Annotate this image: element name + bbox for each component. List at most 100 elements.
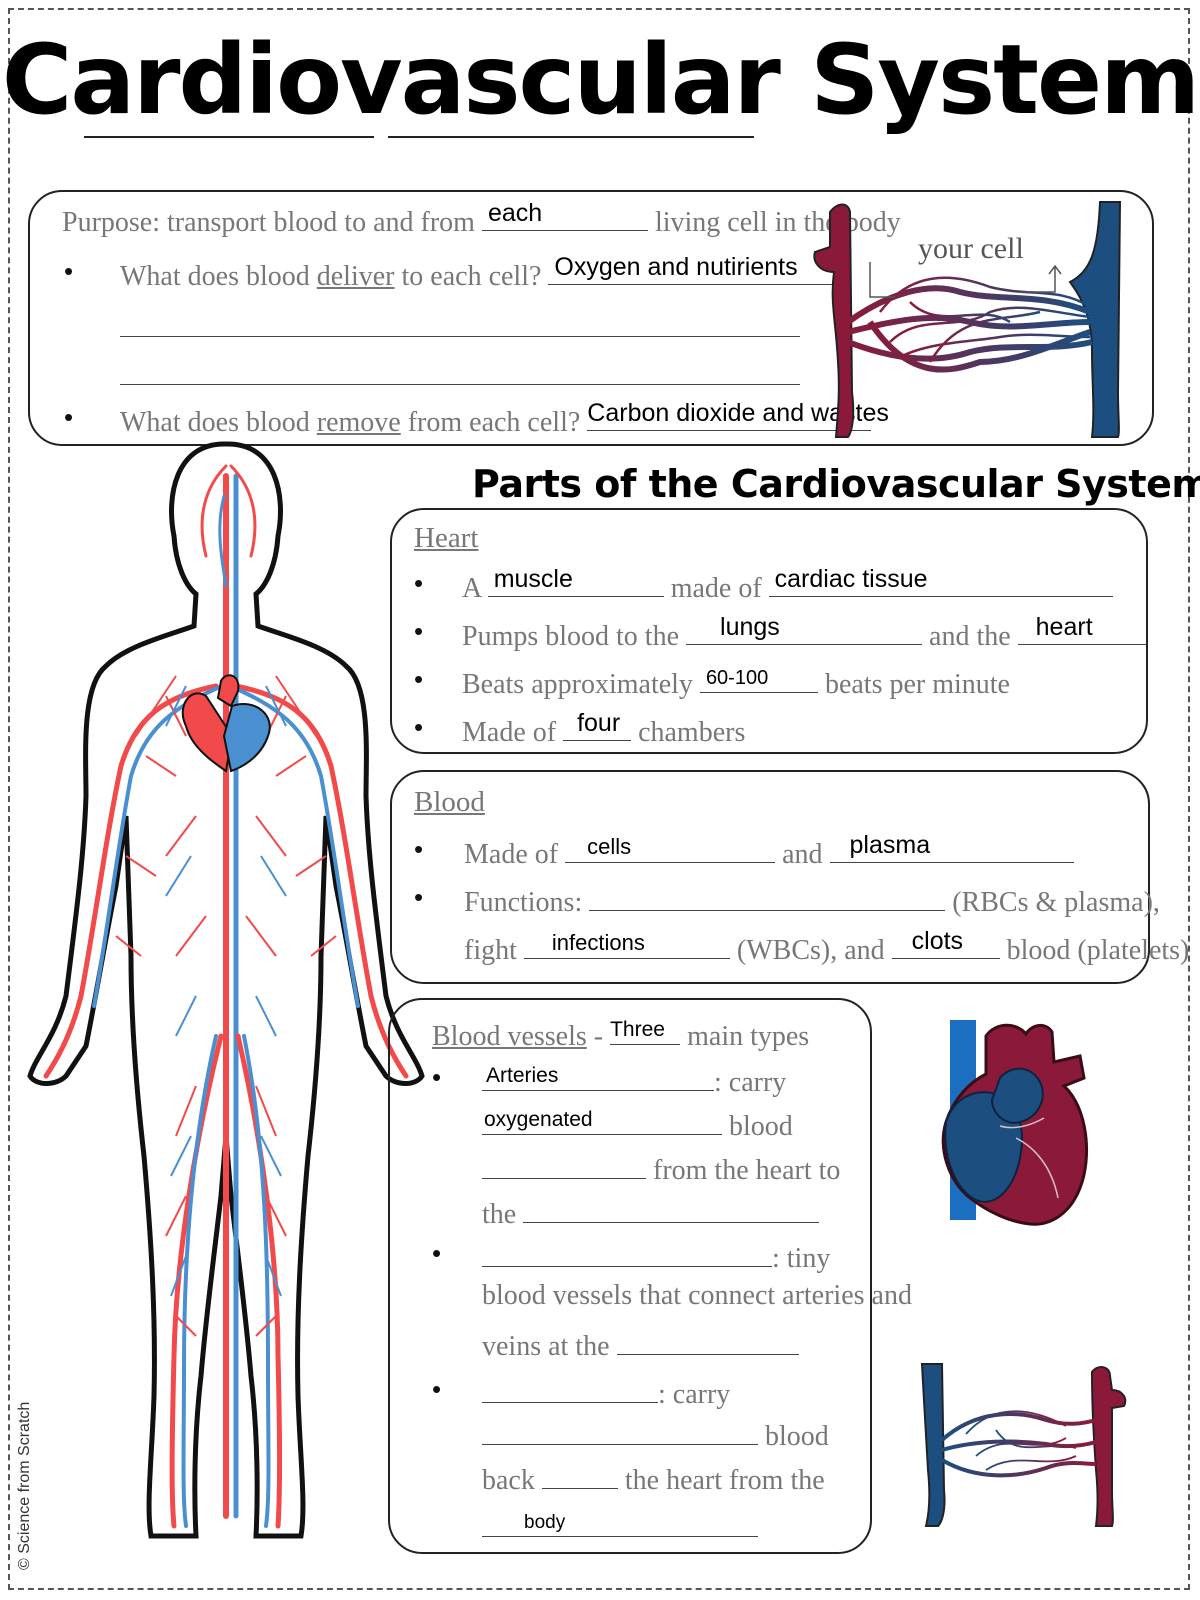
blood-b1-blank2[interactable]: plasma bbox=[829, 831, 1074, 863]
circulatory-body-figure bbox=[27, 441, 425, 1539]
anatomical-heart-illustration bbox=[941, 1020, 1089, 1226]
deliver-q-after: to each cell? bbox=[401, 261, 542, 292]
deliver-question: What does blood deliver to each cell? Ox… bbox=[120, 253, 851, 293]
remove-question: What does blood remove from each cell? C… bbox=[120, 399, 889, 439]
bullet-icon: • bbox=[414, 616, 424, 646]
blood-b3-blank2[interactable]: clots bbox=[891, 927, 1000, 959]
heart-b3-a: Beats approximately bbox=[462, 669, 693, 700]
oxygenated-ans: oxygenated bbox=[484, 1108, 593, 1131]
capillaries-l3-blank[interactable] bbox=[616, 1324, 799, 1355]
remove-keyword: remove bbox=[316, 407, 401, 438]
deliver-q-before: What does blood bbox=[120, 261, 310, 292]
heart-bullet-3: Beats approximately 60-100 beats per min… bbox=[462, 662, 1010, 701]
heart-b2-a: Pumps blood to the bbox=[462, 621, 680, 652]
blood-title: Blood bbox=[414, 786, 485, 818]
deliver-blank[interactable]: Oxygen and nutirients bbox=[548, 253, 851, 285]
heart-b2-blank1[interactable]: lungs bbox=[686, 613, 923, 645]
veins-line-4: body bbox=[482, 1506, 758, 1545]
heart-b1-blank2[interactable]: cardiac tissue bbox=[768, 565, 1113, 597]
parts-title: Parts of the Cardiovascular System bbox=[472, 462, 1200, 506]
bullet-icon: • bbox=[432, 1374, 442, 1404]
purpose-answer: each bbox=[487, 199, 543, 227]
bullet-icon: • bbox=[414, 882, 424, 912]
deliver-answer: Oxygen and nutirients bbox=[554, 253, 798, 281]
veins-after: : carry bbox=[658, 1379, 731, 1410]
blood-b2-b: (RBCs & plasma), bbox=[952, 887, 1160, 918]
blood-bullet-1: Made of cells and plasma bbox=[464, 831, 1074, 871]
blood-b1-b: and bbox=[782, 839, 823, 870]
page-title: Cardiovascular System bbox=[1, 24, 1200, 136]
veins-l4-blank[interactable]: body bbox=[482, 1506, 758, 1537]
vessels-title: Blood vessels bbox=[432, 1021, 587, 1052]
heart-b4-b: chambers bbox=[638, 717, 746, 748]
heart-b4-blank[interactable]: four bbox=[563, 709, 632, 741]
arteries-after: : carry bbox=[714, 1067, 787, 1098]
heart-b2-b: and the bbox=[929, 621, 1011, 652]
bullet-icon: • bbox=[64, 256, 74, 286]
purpose-blank[interactable]: each bbox=[481, 199, 648, 231]
capillaries-blank[interactable] bbox=[482, 1236, 772, 1267]
blood-b1-blank1[interactable]: cells bbox=[565, 832, 776, 863]
heart-b2-ans1: lungs bbox=[720, 613, 780, 641]
vessels-count-blank[interactable]: Three bbox=[610, 1014, 681, 1045]
capillaries-line-1: : tiny bbox=[482, 1236, 830, 1275]
heart-b4-a: Made of bbox=[462, 717, 557, 748]
arteries-line-2: oxygenated blood bbox=[482, 1104, 793, 1143]
deliver-extra-line-2[interactable] bbox=[120, 384, 800, 385]
veins-l2-blank[interactable] bbox=[482, 1414, 758, 1445]
arteries-blank[interactable]: Arteries bbox=[482, 1060, 714, 1091]
arteries-l3-after: from the heart to bbox=[653, 1155, 841, 1186]
bullet-icon: • bbox=[414, 568, 424, 598]
heart-bullet-2: Pumps blood to the lungs and the heart bbox=[462, 613, 1146, 653]
heart-b1-ans1: muscle bbox=[493, 565, 573, 593]
blood-bullet-2: Functions: (RBCs & plasma), bbox=[464, 880, 1160, 919]
veins-l3-blank[interactable] bbox=[541, 1458, 618, 1489]
blood-b3-blank1[interactable]: infections bbox=[523, 928, 730, 959]
bullet-icon: • bbox=[432, 1238, 442, 1268]
oxygenated-blank[interactable]: oxygenated bbox=[482, 1104, 722, 1135]
vessels-box bbox=[388, 998, 872, 1554]
heart-b3-blank[interactable]: 60-100 bbox=[699, 662, 818, 693]
heart-b1-blank1[interactable]: muscle bbox=[487, 565, 664, 597]
heart-b3-b: beats per minute bbox=[824, 669, 1010, 700]
arteries-l3-blank[interactable] bbox=[482, 1148, 646, 1179]
veins-l4-ans: body bbox=[524, 1512, 566, 1533]
capillaries-after: : tiny bbox=[772, 1243, 831, 1274]
veins-l2-after: blood bbox=[765, 1421, 829, 1452]
heart-icon bbox=[181, 674, 271, 773]
bullet-icon: • bbox=[414, 664, 424, 694]
bullet-icon: • bbox=[414, 834, 424, 864]
copyright-text: © Science from Scratch bbox=[16, 1401, 33, 1570]
vessels-title-line: Blood vessels - Three main types bbox=[432, 1014, 809, 1053]
heart-b2-blank2[interactable]: heart bbox=[1017, 613, 1146, 645]
heart-b4-ans: four bbox=[577, 709, 621, 737]
arteries-l4-blank[interactable] bbox=[523, 1192, 820, 1223]
heart-title: Heart bbox=[414, 522, 479, 554]
blood-b1-a: Made of bbox=[464, 839, 559, 870]
capillaries-l3-before: veins at the bbox=[482, 1331, 610, 1362]
deliver-extra-line-1[interactable] bbox=[120, 336, 800, 337]
blood-b1-ans1: cells bbox=[587, 834, 632, 859]
arteries-line-3: from the heart to bbox=[482, 1148, 840, 1187]
blood-b3-a: fight bbox=[464, 935, 517, 966]
heart-bullet-1: A muscle made of cardiac tissue bbox=[462, 565, 1113, 605]
veins-blank[interactable] bbox=[482, 1372, 658, 1403]
page-border bbox=[8, 8, 1190, 1590]
blood-b3-b: (WBCs), and bbox=[736, 935, 885, 966]
vessels-count-ans: Three bbox=[610, 1018, 665, 1041]
arteries-ans: Arteries bbox=[486, 1064, 559, 1087]
deliver-keyword: deliver bbox=[316, 261, 395, 292]
blood-b3-ans2: clots bbox=[911, 927, 964, 955]
remove-q-after: from each cell? bbox=[407, 407, 581, 438]
heart-b1-b: made of bbox=[670, 573, 762, 604]
title-underline-right bbox=[388, 136, 754, 138]
vessels-dash: - bbox=[593, 1021, 604, 1052]
blood-b3-ans1: infections bbox=[551, 930, 645, 955]
arteries-l2-after: blood bbox=[729, 1111, 793, 1142]
purpose-suffix: living cell in the body bbox=[654, 207, 901, 238]
bullet-icon: • bbox=[432, 1062, 442, 1092]
blood-b2-blank[interactable] bbox=[589, 880, 946, 911]
arteries-line-4: the bbox=[482, 1192, 820, 1231]
vessels-count-after: main types bbox=[687, 1021, 810, 1052]
bullet-icon: • bbox=[64, 402, 74, 432]
